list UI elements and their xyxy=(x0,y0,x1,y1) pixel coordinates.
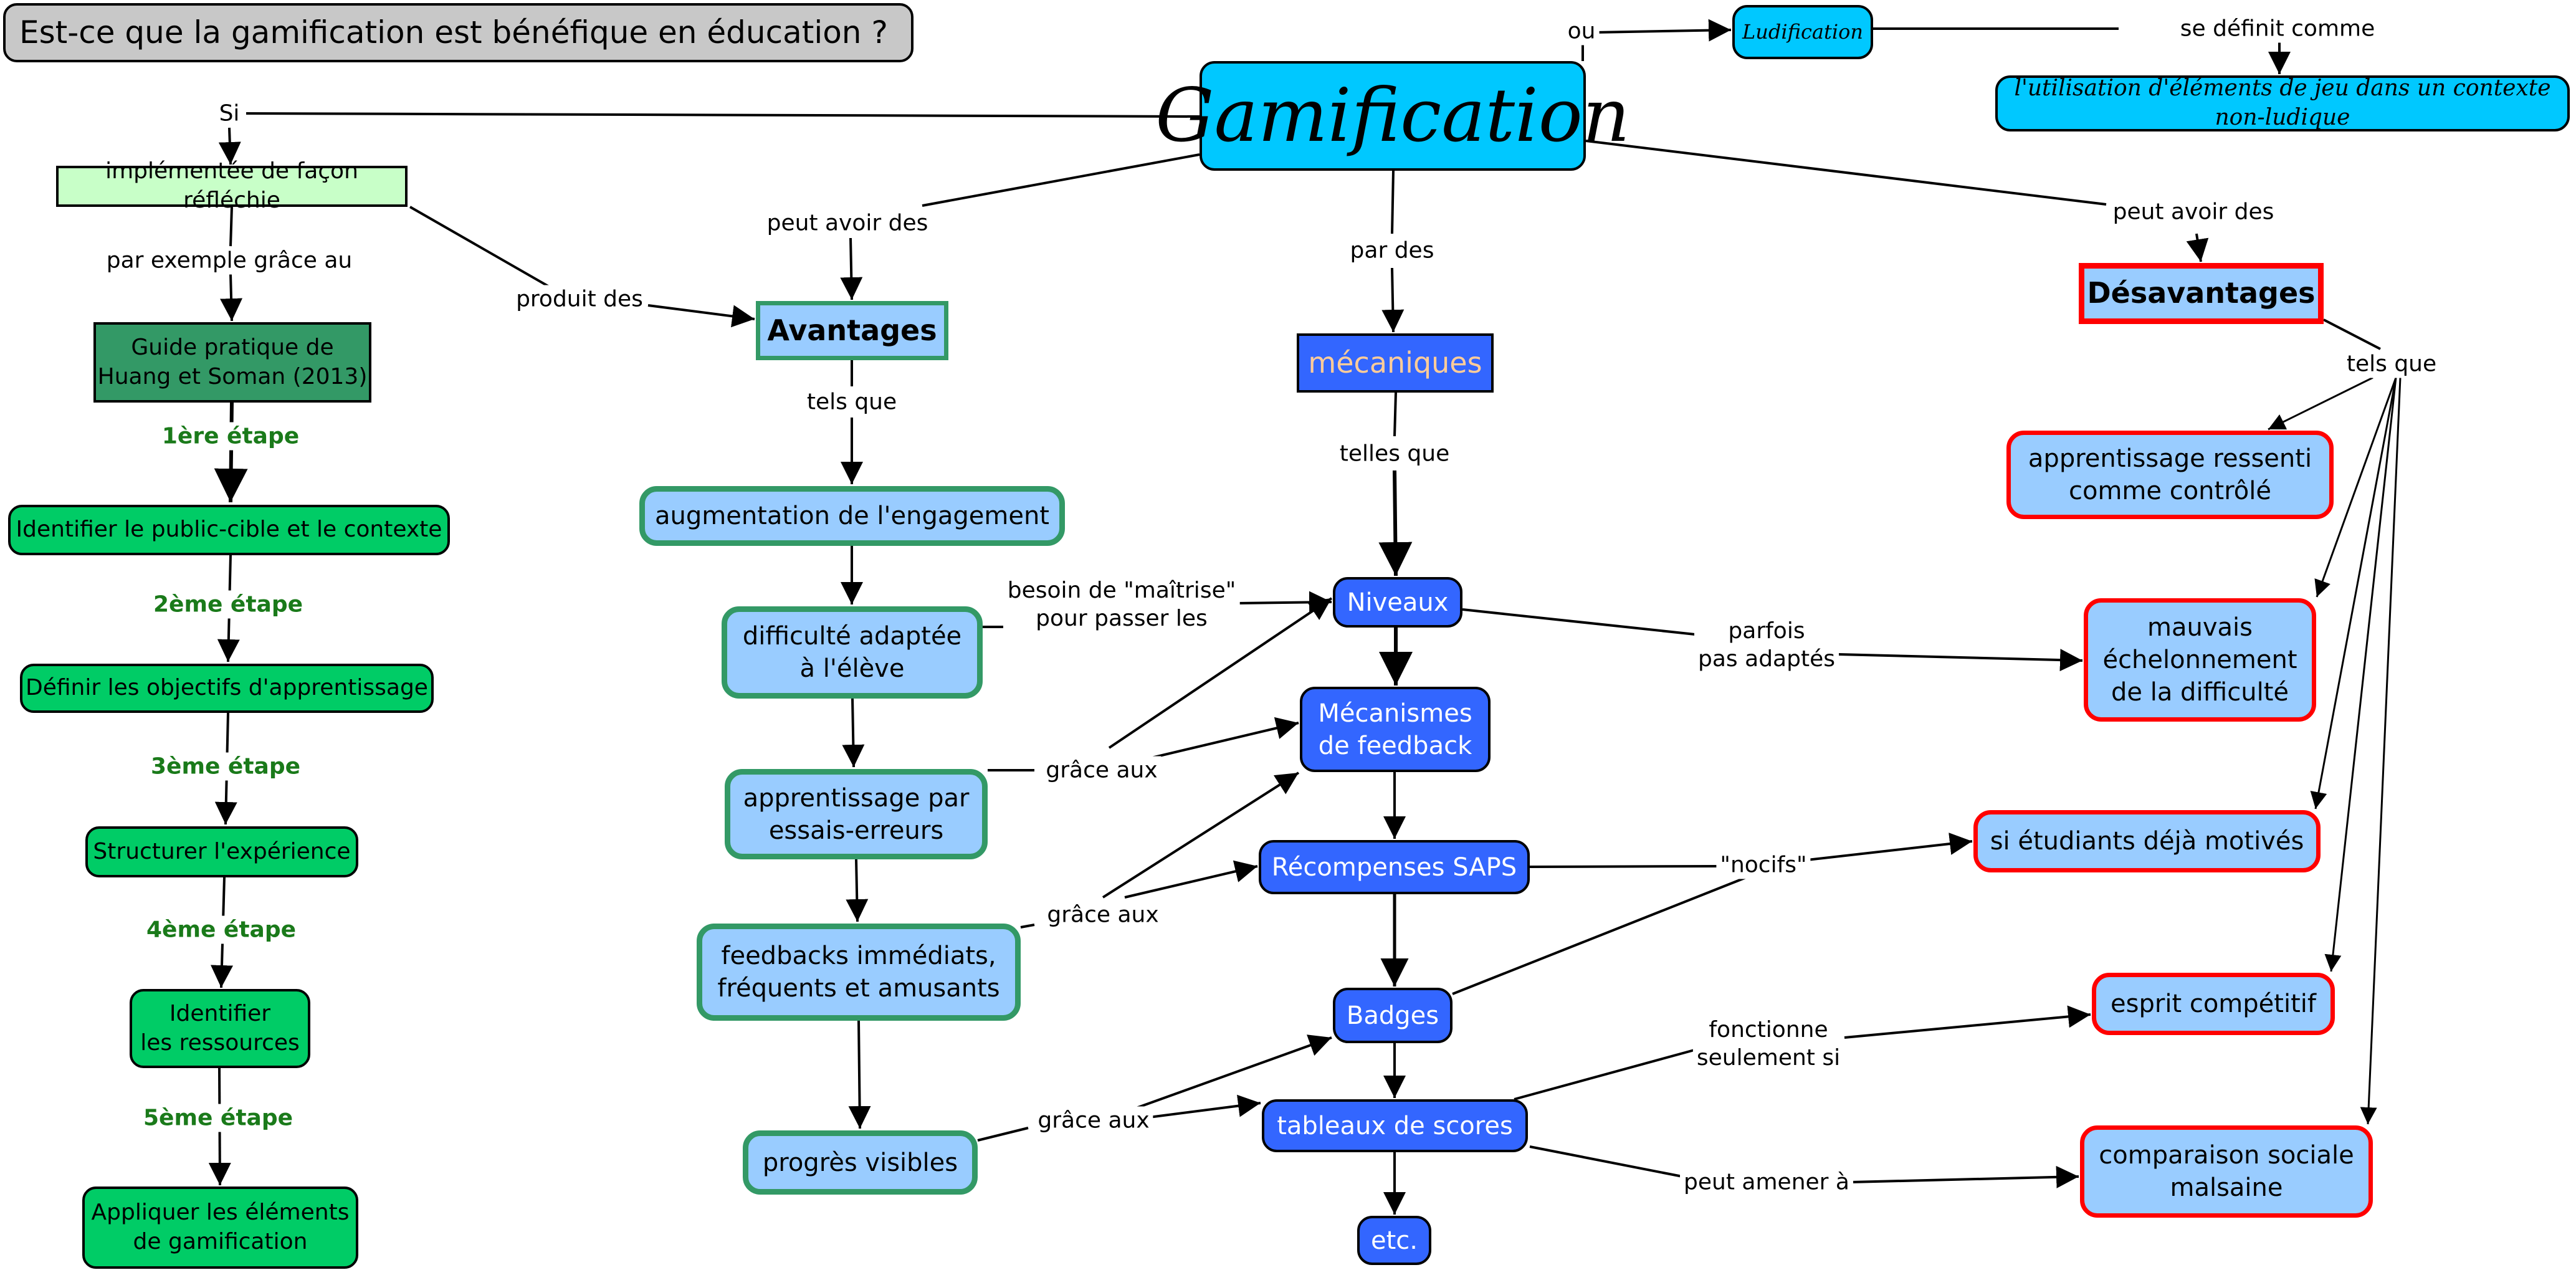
link-label-tels-que-desavantages: tels que xyxy=(2342,350,2441,378)
edge-produit-av xyxy=(647,304,755,328)
link-label-produit-des: produit des xyxy=(512,285,647,313)
link-label-nocifs: "nocifs" xyxy=(1716,851,1811,879)
disadvantage-node-controle[interactable]: apprentissage ressenti comme contrôlé xyxy=(2006,431,2334,519)
edge-parex-guide xyxy=(220,274,243,322)
step-node-5[interactable]: Appliquer les éléments de gamification xyxy=(82,1187,358,1269)
step-label-5: 5ème étape xyxy=(139,1104,297,1132)
advantage-node-progress[interactable]: progrès visibles xyxy=(743,1130,978,1195)
disadvantage-node-motives[interactable]: si étudiants déjà motivés xyxy=(1973,810,2321,872)
link-label-besoin-maitrise: besoin de "maîtrise" pour passer les xyxy=(1003,576,1240,633)
edge-impl-produit xyxy=(409,206,555,291)
link-label-peut-avoir-des-avantages: peut avoir des xyxy=(763,209,932,237)
node-guide-huang-soman[interactable]: Guide pratique de Huang et Soman (2013) xyxy=(93,322,371,403)
step-label-2: 2ème étape xyxy=(149,590,307,619)
step-label-4: 4ème étape xyxy=(142,915,300,944)
edge-ou-ludif xyxy=(1595,19,1732,42)
step-node-4[interactable]: Identifier les ressources xyxy=(130,989,310,1068)
disadvantage-node-competitif[interactable]: esprit compétitif xyxy=(2092,973,2335,1035)
mechanic-node-recompenses[interactable]: Récompenses SAPS xyxy=(1259,840,1530,894)
node-implementee[interactable]: implémentée de façon réfléchie xyxy=(56,158,408,213)
link-label-si: Si xyxy=(215,99,244,128)
link-label-par-exemple: par exemple grâce au xyxy=(102,246,356,275)
mechanic-node-badges[interactable]: Badges xyxy=(1333,988,1453,1043)
step-node-2[interactable]: Définir les objectifs d'apprentissage xyxy=(20,664,434,713)
link-label-telles-que: telles que xyxy=(1335,439,1454,468)
advantage-node-difficulty[interactable]: difficulté adaptée à l'élève xyxy=(722,606,983,699)
advantage-node-feedbacks[interactable]: feedbacks immédiats, fréquents et amusan… xyxy=(697,924,1021,1021)
step-node-1[interactable]: Identifier le public-cible et le context… xyxy=(8,505,450,555)
advantage-node-trial-error[interactable]: apprentissage par essais-erreurs xyxy=(725,769,988,859)
step-node-3[interactable]: Structurer l'expérience xyxy=(85,826,358,877)
page-title: Est-ce que la gamification est bénéfique… xyxy=(3,3,914,62)
mechanic-node-niveaux[interactable]: Niveaux xyxy=(1333,577,1462,628)
edge-si-impl xyxy=(218,127,241,165)
link-label-peut-amener: peut amener à xyxy=(1680,1168,1853,1196)
node-avantages[interactable]: Avantages xyxy=(756,301,948,360)
link-label-tels-que-avantages: tels que xyxy=(803,388,901,416)
node-gamification[interactable]: Gamification xyxy=(1155,61,1630,171)
link-label-par-des: par des xyxy=(1346,236,1438,265)
node-definition[interactable]: l'utilisation d'éléments de jeu dans un … xyxy=(1995,75,2570,131)
mechanic-node-feedback[interactable]: Mécanismes de feedback xyxy=(1300,687,1491,772)
disadvantage-node-echelonnement[interactable]: mauvais échelonnement de la difficulté xyxy=(2084,598,2316,722)
edge-gamif-si xyxy=(246,112,1200,118)
link-label-ou: ou xyxy=(1563,17,1600,45)
node-desavantages[interactable]: Désavantages xyxy=(2079,263,2324,324)
mechanic-node-etc[interactable]: etc. xyxy=(1357,1216,1431,1265)
link-label-grace-aux-1: grâce aux xyxy=(1042,756,1162,785)
disadvantage-node-comparaison[interactable]: comparaison sociale malsaine xyxy=(2080,1125,2373,1218)
advantage-node-engagement[interactable]: augmentation de l'engagement xyxy=(639,486,1065,546)
node-ludification[interactable]: Ludification xyxy=(1732,5,1873,59)
edge-impl-parex xyxy=(229,206,233,247)
step-label-3: 3ème étape xyxy=(146,752,305,781)
link-label-grace-aux-2: grâce aux xyxy=(1043,900,1163,929)
link-label-grace-aux-3: grâce aux xyxy=(1034,1106,1153,1135)
mechanic-node-tableaux[interactable]: tableaux de scores xyxy=(1262,1099,1528,1152)
step-label-1: 1ère étape xyxy=(158,422,303,451)
link-label-fonctionne-seulement-si: fonctionne seulement si xyxy=(1692,1016,1844,1072)
link-label-peut-avoir-des-desavantages: peut avoir des xyxy=(2109,198,2278,226)
link-label-parfois-pas-adaptes: parfois pas adaptés xyxy=(1694,617,1839,673)
node-mecaniques[interactable]: mécaniques xyxy=(1297,333,1494,393)
link-label-se-definit: se définit comme xyxy=(2176,14,2379,43)
